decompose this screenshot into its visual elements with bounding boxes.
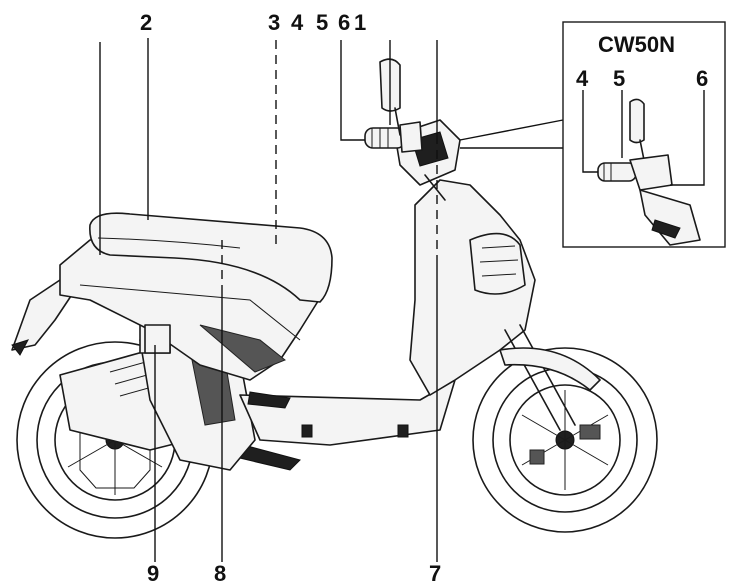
- front-wheel: [472, 347, 658, 533]
- left-handlebar: [364, 121, 423, 153]
- callout-4: 4: [291, 10, 304, 35]
- callout-5: 5: [316, 10, 329, 35]
- front-fork: [499, 324, 601, 431]
- callout-7: 7: [429, 561, 442, 586]
- callout-8: 8: [214, 561, 227, 586]
- seat: [89, 212, 333, 303]
- front-body: [409, 179, 536, 396]
- callout-3: 3: [268, 10, 281, 35]
- callout-6: 6: [338, 10, 351, 35]
- inset-callout-6: 6: [696, 66, 709, 91]
- callout-leaders: [99, 38, 564, 562]
- inset-callout-5: 5: [613, 66, 626, 91]
- callout-1: 1: [354, 10, 367, 35]
- callout-2: 2: [140, 10, 153, 35]
- floorboard: [239, 379, 456, 446]
- callout-9: 9: [147, 561, 160, 586]
- rear-shock: [144, 324, 171, 354]
- inset-panel: [562, 21, 726, 248]
- inset-callout-4: 4: [576, 66, 589, 91]
- inset-title: CW50N: [598, 32, 676, 57]
